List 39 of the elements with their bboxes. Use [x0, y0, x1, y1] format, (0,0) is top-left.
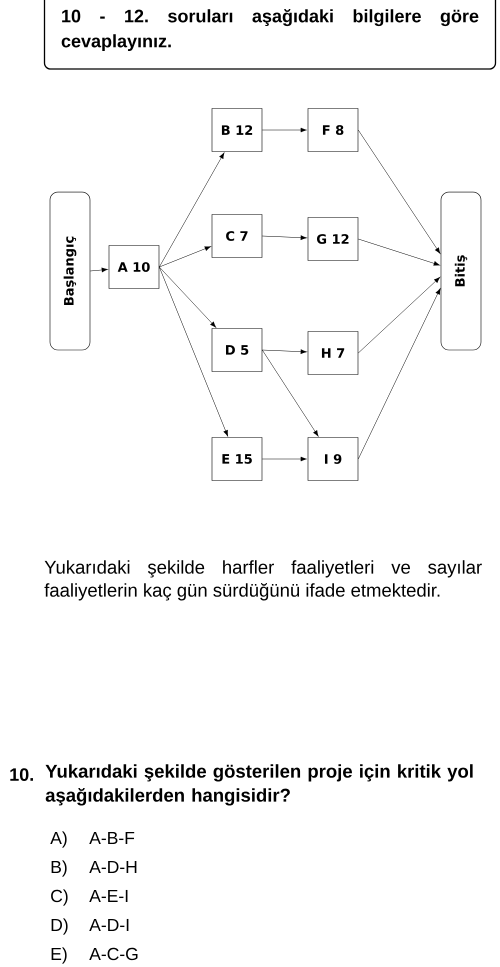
arrow — [159, 266, 216, 328]
activity-box: D 5 — [212, 328, 262, 372]
arrow — [159, 266, 228, 436]
arrow — [262, 350, 319, 437]
option-text: A-D-I — [89, 918, 128, 931]
question-text: Yukarıdaki şekilde gösterilen proje için kritik yol aşağıdakilerden hangisidir? — [46, 764, 473, 806]
paragraph: Yukarıdaki şekilde harfler faaliyetleri ve sayılar faaliyetlerin kaç gün sürdüğünü ifade etmektedir. — [44, 560, 482, 601]
arrow — [262, 235, 307, 240]
instruction-box: 10 - 12. soruları aşağıdaki bilgilere göre cevaplayınız. — [44, 0, 496, 70]
option-text: A-D-H — [89, 860, 136, 873]
activity-box: E 15 — [212, 437, 262, 481]
arrow — [262, 456, 307, 462]
arrow — [90, 268, 108, 272]
activity-box: H 7 — [308, 331, 358, 375]
arrow — [358, 130, 440, 254]
activity-box: I 9 — [308, 437, 358, 481]
option-letter: C) — [51, 889, 68, 906]
arrow — [159, 152, 224, 268]
arrow — [262, 349, 307, 354]
option-letter: D) — [52, 918, 68, 935]
arrow — [159, 246, 211, 268]
option-letter: A) — [50, 831, 67, 848]
arrow — [262, 128, 307, 132]
option-text: A-B-F — [89, 832, 134, 844]
terminal-box: Bitiş — [440, 192, 482, 350]
activity-box: G 12 — [308, 217, 358, 261]
option-text: A-C-G — [89, 948, 138, 960]
activity-box: A 10 — [108, 245, 160, 289]
option-letter: B) — [52, 860, 67, 877]
option-text: A-E-I — [89, 890, 128, 902]
activity-box: B 12 — [212, 108, 262, 152]
activity-box: F 8 — [308, 108, 358, 152]
option-letter: E) — [52, 947, 67, 964]
question-number: 10. — [10, 768, 33, 781]
arrow — [358, 277, 440, 354]
arrow — [358, 238, 440, 266]
terminal-box: Başlangıç — [50, 192, 90, 350]
arrow — [358, 288, 440, 460]
activity-box: C 7 — [212, 214, 262, 258]
